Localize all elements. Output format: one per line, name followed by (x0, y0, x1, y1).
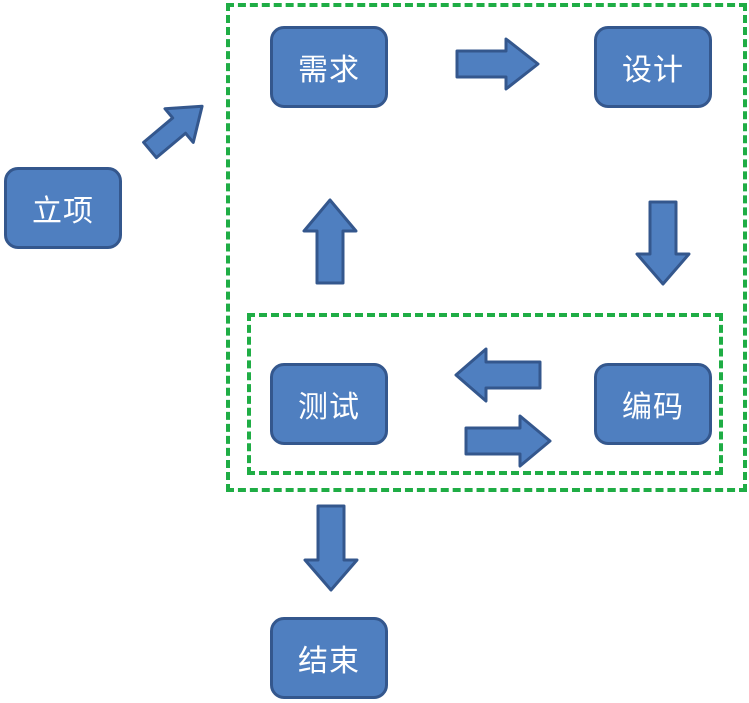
node-design-label: 设计 (622, 53, 684, 88)
arrow-start-to-requirements (142, 104, 204, 160)
node-coding: 编码 (594, 363, 712, 445)
node-start-label: 立项 (32, 194, 94, 229)
node-end: 结束 (270, 617, 388, 699)
node-testing-label: 测试 (298, 390, 360, 425)
node-requirements-label: 需求 (298, 53, 360, 88)
arrow-testing-to-coding (464, 414, 552, 468)
arrow-testing-to-requirements (302, 198, 358, 285)
node-coding-label: 编码 (622, 390, 684, 425)
inner-code-test-frame (247, 313, 723, 475)
arrow-testing-to-end (303, 504, 359, 592)
arrow-design-to-coding (635, 200, 691, 286)
node-start: 立项 (4, 167, 122, 249)
arrow-requirements-to-design (455, 37, 540, 91)
node-requirements: 需求 (270, 26, 388, 108)
node-end-label: 结束 (298, 644, 360, 679)
arrow-coding-to-testing (454, 347, 542, 403)
node-design: 设计 (594, 26, 712, 108)
outer-iteration-frame (226, 3, 747, 492)
node-testing: 测试 (270, 363, 388, 445)
